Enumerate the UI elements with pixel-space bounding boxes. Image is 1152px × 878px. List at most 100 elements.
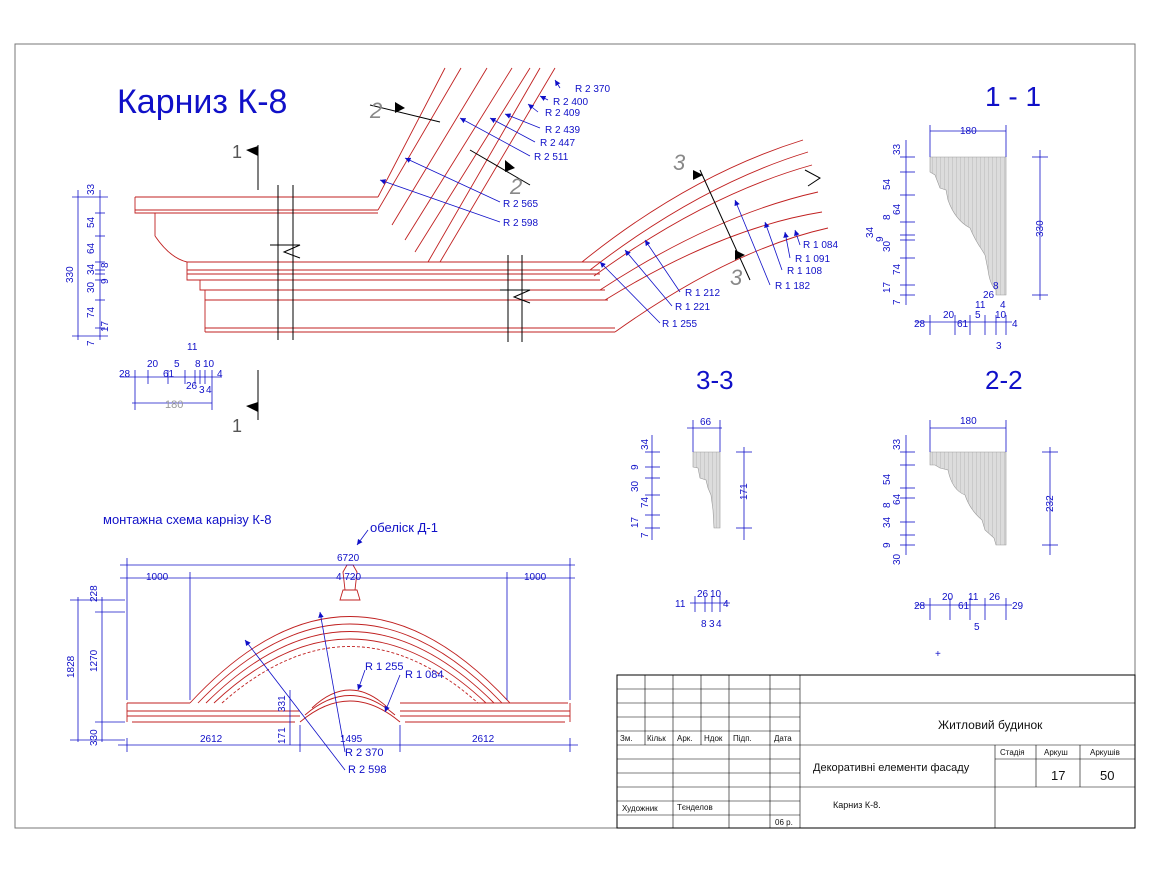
dim-label: 4 [716,619,722,630]
radius-label: R 1 212 [685,288,720,299]
radius-label: R 1 084 [803,240,838,251]
tb-header: Кільк [647,734,666,743]
radius-label: R 2 565 [503,199,538,210]
dim-label: 66 [700,417,712,428]
dim-label: 74 [892,263,903,275]
dim-label: 331 [277,695,288,712]
main-title: Карниз К-8 [117,83,287,121]
radius-label: R 2 400 [553,97,588,108]
dim-label: 8 [993,281,999,292]
dim-label: 4 [1000,300,1006,311]
tb-date: 06 р. [775,818,793,827]
radius-label: R 1 182 [775,281,810,292]
dim-label: 30 [86,281,97,293]
tb-drawing-name: Карниз К-8. [833,800,881,810]
dim-label: 54 [882,473,893,485]
dim-label: 4 [217,369,223,380]
dim-label: 61 [957,319,969,330]
dim-label: 180 [960,126,977,137]
dim-label: 61 [163,369,175,380]
scheme-title: монтажна схема карнізу К-8 [103,512,272,527]
dim-label: 33 [86,183,97,195]
profile-shape [692,451,721,529]
dim-label: 8 [195,359,201,370]
dim-label: 9 [875,236,886,242]
dim-label: 5 [975,310,981,321]
dim-label: 180 [960,416,977,427]
radius-label: R 1 084 [405,669,444,681]
section-title-1-1: 1 - 1 [985,81,1041,112]
dim-label: 180 [165,399,183,411]
dim-label: 9 [630,464,641,470]
dim-label: 74 [640,496,651,508]
dim-label: 20 [942,592,954,603]
dim-label: 34 [882,516,893,528]
tb-description: Декоративні елементи фасаду [813,762,970,774]
dim-label: 74 [86,306,97,318]
tb-project: Житловий будинок [938,718,1043,732]
dim-label: 11 [187,342,198,353]
dim-label: 5 [174,359,180,370]
dim-label: 232 [1045,495,1056,512]
dim-label: 2612 [472,734,495,745]
cut-mark-3-top: 3 [673,150,686,175]
tb-stage-label: Стадія [1000,748,1025,757]
cornice-elevation: 1 1 2 2 3 3 R 2 370 R 2 400 [65,67,838,436]
dim-label: 30 [630,480,641,492]
cross-mark: + [935,649,941,660]
dim-label: 171 [739,483,750,500]
dim-label: 11 [975,300,986,311]
dim-label: 4 [723,599,729,610]
sheet-frame [14,43,1136,829]
tb-person: Тєнделов [677,803,713,812]
dim-label: 330 [1035,220,1046,237]
tb-sheet-label: Аркуш [1044,748,1068,757]
dim-label: 20 [943,310,955,321]
profile-shape [929,451,1007,546]
dim-label: 171 [277,727,288,744]
tb-header: Дата [774,734,792,743]
dim-label: 64 [892,203,903,215]
cut-mark-2-bottom: 2 [509,174,522,199]
dim-label: 26 [983,290,995,301]
section-2-2: 180 232 33 54 8 64 34 9 30 28 20 61 11 2… [882,416,1058,633]
radius-label: R 1 255 [365,661,404,673]
radius-label: R 1 255 [662,319,697,330]
dim-label: 61 [958,601,970,612]
dim-label: 11 [675,599,686,610]
dim-label: 1270 [89,649,100,672]
dim-label: 1000 [146,572,169,583]
tb-header: Зм. [620,734,633,743]
dim-label: 26 [697,589,709,600]
dim-label: 3 [199,385,205,396]
cut-mark-1-bottom: 1 [232,416,242,436]
dim-label: 20 [147,359,159,370]
radius-label: R 2 447 [540,138,575,149]
dim-label: 54 [86,216,97,228]
radius-label: R 2 370 [345,747,384,759]
dim-label: 28 [914,319,926,330]
cut-mark-1-top: 1 [232,142,242,162]
dim-label: 3 [709,619,715,630]
dim-label: 26 [989,592,1001,603]
dim-label: 8 [701,619,707,630]
dim-label: 6720 [337,553,360,564]
tb-sheet-number: 17 [1051,768,1065,783]
dim-label: 10 [710,589,722,600]
dim-label: 64 [892,493,903,505]
dim-label: 17 [882,281,893,293]
section-title-2-2: 2-2 [985,365,1023,395]
dim-label: 30 [882,240,893,252]
cut-mark-3-bottom: 3 [730,265,743,290]
radius-label: R 2 598 [503,218,538,229]
cut-mark-2-top: 2 [369,98,382,123]
dim-label: 29 [1012,601,1024,612]
obelisk-label: обеліск Д-1 [370,520,438,535]
dim-label: 34 [640,438,651,450]
dim-label: 9 [882,542,893,548]
dim-label: 4 720 [336,572,361,583]
radius-label: R 2 439 [545,125,580,136]
dim-label: 3 [996,341,1002,352]
dim-label: 10 [995,310,1007,321]
tb-role: Художник [622,804,658,813]
